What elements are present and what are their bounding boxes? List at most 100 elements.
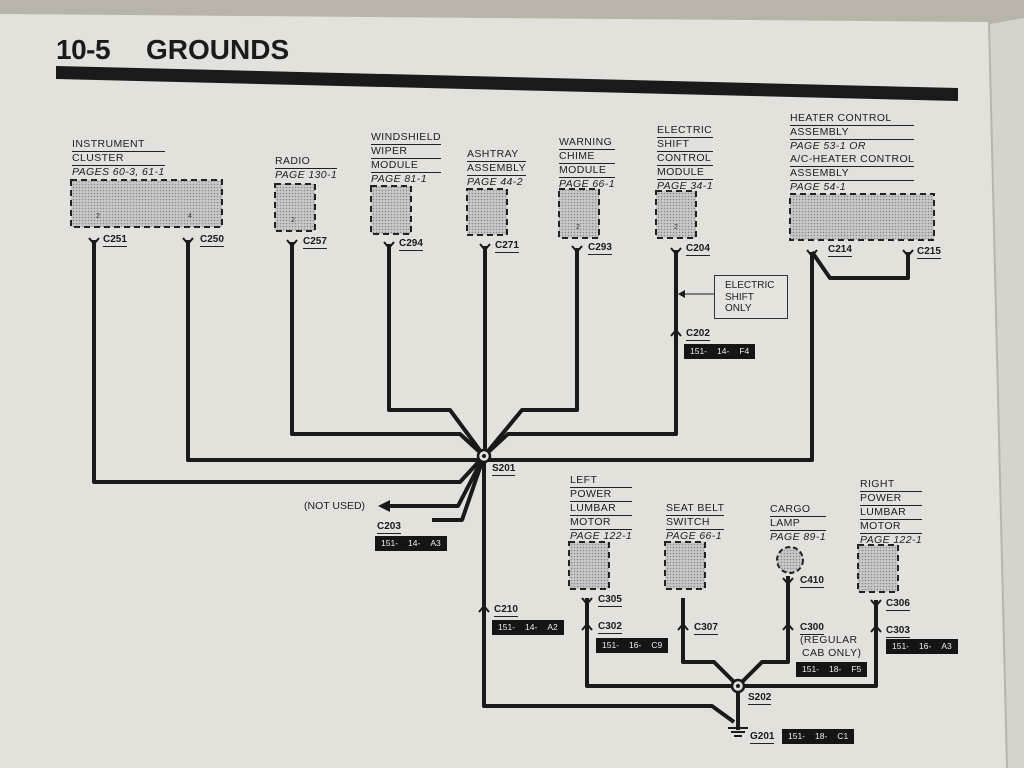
- wire-tag-c302: 151-16-C9: [596, 638, 669, 653]
- connector-c202: C202: [686, 328, 710, 341]
- wire-tag-c303: 151-16-A3: [886, 639, 958, 654]
- connector-c293: C293: [588, 242, 612, 255]
- instrument-cluster-box: [70, 179, 223, 228]
- splice-s201-label: S201: [492, 463, 516, 476]
- wire-heater-loop: [810, 250, 910, 280]
- connector-c257: C257: [303, 236, 327, 249]
- connector-c294: C294: [399, 238, 423, 251]
- connector-c410: C410: [800, 575, 824, 588]
- chevron-c307: [677, 622, 689, 631]
- radio-box: [274, 183, 316, 232]
- note-arrowhead: [678, 290, 685, 298]
- pin-radio-2: 2: [291, 217, 295, 224]
- wire-c250: [186, 240, 484, 462]
- wire-c306: [738, 600, 878, 688]
- paper-sheet: [0, 14, 1006, 768]
- cargo-lamp-label: CARGO LAMP PAGE 89-1: [770, 503, 826, 543]
- wire-c204: [482, 250, 678, 458]
- connector-c300: C300: [800, 622, 824, 635]
- chevron-c210: [478, 604, 490, 613]
- wire-tag-g201: 151-18-C1: [782, 729, 855, 744]
- ground-g201-label: G201: [750, 731, 775, 744]
- pin-chime-2: 2: [576, 224, 580, 231]
- wire-c410: [736, 576, 790, 688]
- instrument-cluster-label: INSTRUMENT CLUSTER PAGES 60-3, 61-1: [72, 138, 165, 178]
- wire-c294: [387, 244, 486, 458]
- connector-c303: C303: [886, 625, 910, 638]
- connector-chevrons: [88, 237, 914, 633]
- connector-c250: C250: [200, 234, 224, 247]
- not-used-arrowhead: [378, 500, 390, 512]
- connector-c271: C271: [495, 240, 519, 253]
- seat-belt-label: SEAT BELT SWITCH PAGE 66-1: [666, 502, 725, 542]
- wire-c251: [92, 240, 486, 484]
- next-page-edge: [990, 18, 1024, 768]
- wire-heater: [484, 252, 814, 462]
- right-lumbar-box: [857, 544, 899, 593]
- chevron-c202: [670, 328, 682, 337]
- radio-label: RADIO PAGE 130-1: [275, 155, 338, 181]
- chevron-c204: [670, 247, 682, 256]
- wires: [92, 240, 910, 730]
- page-number: 10-5: [56, 34, 111, 65]
- chevron-c410: [782, 577, 794, 586]
- chevron-c305: [581, 597, 593, 606]
- ashtray-box: [466, 188, 508, 236]
- connector-c210: C210: [494, 604, 518, 617]
- connector-c251: C251: [103, 234, 127, 247]
- connector-c305: C305: [598, 594, 622, 607]
- chevron-c294: [383, 241, 395, 250]
- wire-tag-c202: 151-14-F4: [684, 344, 756, 359]
- right-lumbar-label: RIGHT POWER LUMBAR MOTOR PAGE 122-1: [860, 478, 923, 546]
- pin-cluster-2: 2: [96, 213, 100, 220]
- title-rule: [56, 66, 958, 101]
- warning-chime-box: [558, 188, 600, 239]
- ground-g201-symbol: [728, 727, 748, 737]
- connector-c203: C203: [377, 521, 401, 534]
- chevron-c257: [286, 239, 298, 248]
- left-lumbar-label: LEFT POWER LUMBAR MOTOR PAGE 122-1: [570, 474, 633, 542]
- chevron-c293: [571, 245, 583, 254]
- windshield-wiper-box: [370, 185, 412, 235]
- splice-s201-dot: [482, 454, 486, 458]
- cargo-lamp-symbol: [776, 546, 804, 574]
- chevron-c303: [870, 624, 882, 633]
- wire-c307: [681, 598, 740, 688]
- windshield-wiper-label: WINDSHIELD WIPER MODULE PAGE 81-1: [371, 131, 441, 185]
- connector-c306: C306: [886, 598, 910, 611]
- connector-c307: C307: [694, 622, 718, 635]
- page-title: GROUNDS: [146, 34, 290, 65]
- chevron-c306: [870, 599, 882, 608]
- splice-s202-label: S202: [748, 692, 772, 705]
- ashtray-label: ASHTRAY ASSEMBLY PAGE 44-2: [467, 148, 527, 188]
- seat-belt-box: [664, 541, 706, 590]
- wire-c257: [290, 242, 486, 458]
- connector-c214: C214: [828, 244, 852, 257]
- regular-cab-only-note: (REGULAR CAB ONLY): [800, 634, 862, 659]
- chevron-c302: [581, 622, 593, 631]
- chevron-c251: [88, 237, 100, 246]
- warning-chime-label: WARNING CHIME MODULE PAGE 66-1: [559, 136, 615, 190]
- chevron-c300: [782, 622, 794, 631]
- wire-not-used: [388, 455, 486, 508]
- chevron-c250: [182, 237, 194, 246]
- wire-c210: [482, 456, 736, 724]
- connector-c302: C302: [598, 621, 622, 634]
- connector-c215: C215: [917, 246, 941, 259]
- electric-shift-label: ELECTRIC SHIFT CONTROL MODULE PAGE 34-1: [657, 124, 713, 192]
- electric-shift-box: [655, 190, 697, 239]
- left-lumbar-box: [568, 541, 610, 590]
- wire-c203: [432, 455, 486, 522]
- heater-control-box: [789, 193, 935, 241]
- splice-s202-dot: [736, 684, 740, 688]
- wire-tag-c203: 151-14-A3: [375, 536, 447, 551]
- chevron-c215: [902, 249, 914, 258]
- wire-tag-c300: 151-18-F5: [796, 662, 868, 677]
- pin-cluster-4: 4: [188, 213, 192, 220]
- wire-c305: [585, 598, 738, 688]
- pin-shift-2: 2: [674, 224, 678, 231]
- not-used-note: (NOT USED): [304, 500, 366, 512]
- connector-c204: C204: [686, 243, 710, 256]
